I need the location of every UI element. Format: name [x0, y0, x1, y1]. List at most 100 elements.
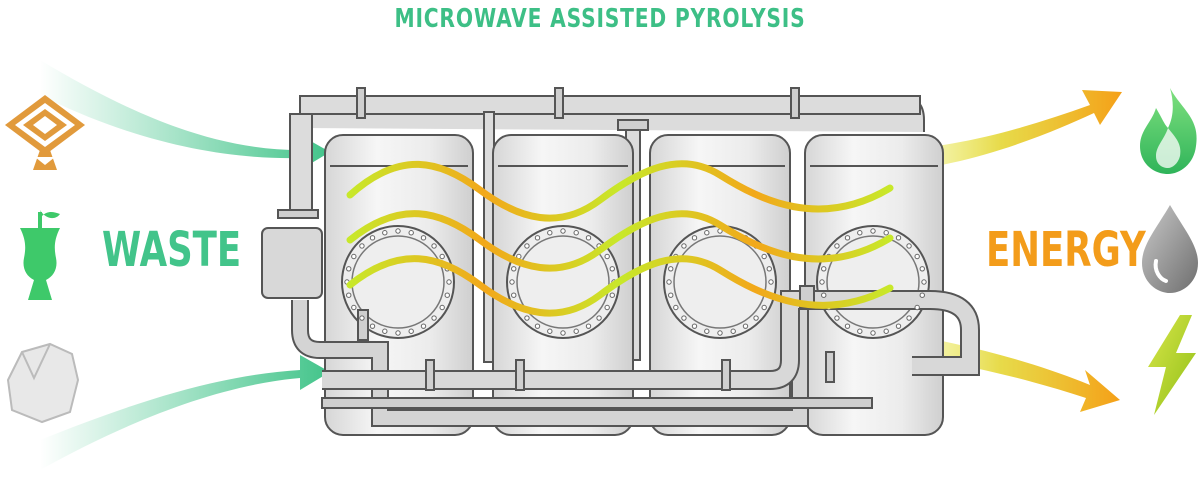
porthole-bolt [914, 253, 920, 260]
porthole-bolt [906, 243, 912, 249]
porthole-bolt [742, 323, 749, 329]
porthole-bolt [834, 243, 840, 249]
porthole-bolt [857, 328, 863, 334]
page-title: MICROWAVE ASSISTED PYROLYSIS [394, 4, 806, 34]
porthole-bolt [883, 230, 889, 236]
porthole-bolt [681, 315, 687, 321]
porthole [816, 225, 930, 339]
porthole-bolt [919, 292, 925, 298]
porthole-bolt [382, 328, 388, 334]
porthole-bolt [408, 230, 414, 236]
porthole-bolt [439, 304, 445, 311]
porthole-bolt [511, 292, 517, 298]
crumpled-paper-icon [6, 342, 80, 424]
porthole-bolt [870, 228, 876, 234]
porthole-bolt [509, 279, 515, 285]
porthole-bolt [704, 328, 710, 334]
apple-core-icon [20, 210, 60, 300]
porthole-bolt [819, 279, 825, 285]
porthole-bolt [369, 235, 376, 241]
porthole-bolt [668, 266, 674, 272]
porthole-bolt [730, 328, 736, 334]
porthole-bolt [895, 323, 902, 329]
porthole-bolt [857, 230, 863, 236]
cardboard-box-icon [5, 95, 85, 170]
porthole-bolt [420, 323, 427, 329]
porthole-bolt [673, 304, 679, 311]
porthole [341, 225, 455, 339]
porthole-bolt [524, 243, 530, 249]
flame-icon [1140, 88, 1197, 174]
porthole-bolt [534, 323, 541, 329]
porthole-bolt [585, 323, 592, 329]
porthole-bolt [585, 235, 592, 241]
input-arrow-top [40, 60, 330, 170]
porthole-bolt [704, 230, 710, 236]
porthole-bolt [768, 279, 774, 285]
porthole-bolt [351, 304, 357, 311]
porthole-bolt [691, 323, 698, 329]
porthole-bolt [351, 253, 357, 260]
porthole-bolt [609, 292, 615, 298]
porthole-bolt [547, 328, 553, 334]
porthole-bolt [844, 323, 851, 329]
porthole-bolt [906, 315, 912, 321]
porthole-bolt [895, 235, 902, 241]
porthole-bolt [408, 328, 414, 334]
porthole-bolt [766, 266, 772, 272]
porthole-bolt [921, 279, 927, 285]
porthole-bolt [834, 315, 840, 321]
porthole-bolt [761, 253, 767, 260]
porthole-bolt [919, 266, 925, 272]
porthole-bolt [382, 230, 388, 236]
porthole-bolt [359, 243, 365, 249]
energy-label: ENERGY [986, 222, 1146, 278]
oil-drop-icon [1142, 205, 1198, 293]
porthole-bolt [596, 315, 602, 321]
porthole-bolt [681, 243, 687, 249]
porthole-bolt [604, 304, 610, 311]
porthole-bolt [761, 304, 767, 311]
porthole-bolt [444, 292, 450, 298]
porthole-bolt [395, 228, 401, 234]
porthole-bolt [914, 304, 920, 311]
porthole-bolt [573, 328, 579, 334]
porthole-bolt [547, 230, 553, 236]
porthole-bolt [346, 266, 352, 272]
porthole-bolt [560, 330, 566, 336]
microwave-wave-1 [346, 160, 894, 222]
porthole-bolt [534, 235, 541, 241]
porthole-bolt [511, 266, 517, 272]
pyrolysis-reactor [261, 87, 980, 436]
porthole [506, 225, 620, 339]
porthole-bolt [420, 235, 427, 241]
porthole-bolt [609, 266, 615, 272]
porthole-bolt [753, 315, 759, 321]
porthole-bolt [524, 315, 530, 321]
porthole-bolt [573, 230, 579, 236]
porthole-bolt [666, 279, 672, 285]
waste-label: WASTE [102, 222, 242, 278]
porthole-bolt [717, 330, 723, 336]
porthole-bolt [883, 328, 889, 334]
porthole-bolt [691, 235, 698, 241]
porthole-bolt [431, 243, 437, 249]
porthole-bolt [821, 292, 827, 298]
microwave-waves [346, 160, 894, 317]
porthole-bolt [844, 235, 851, 241]
porthole-bolt [439, 253, 445, 260]
porthole-bolt [821, 266, 827, 272]
porthole-bolt [359, 315, 365, 321]
microwave-wave-3 [346, 255, 894, 317]
porthole-bolt [604, 253, 610, 260]
input-arrow-bottom [40, 355, 330, 470]
porthole-bolt [560, 228, 566, 234]
lightning-bolt-icon [1148, 315, 1196, 415]
porthole-bolt [431, 315, 437, 321]
porthole-bolt [369, 323, 376, 329]
porthole-bolt [346, 292, 352, 298]
porthole-bolt [395, 330, 401, 336]
porthole-bolt [446, 279, 452, 285]
porthole-bolt [870, 330, 876, 336]
